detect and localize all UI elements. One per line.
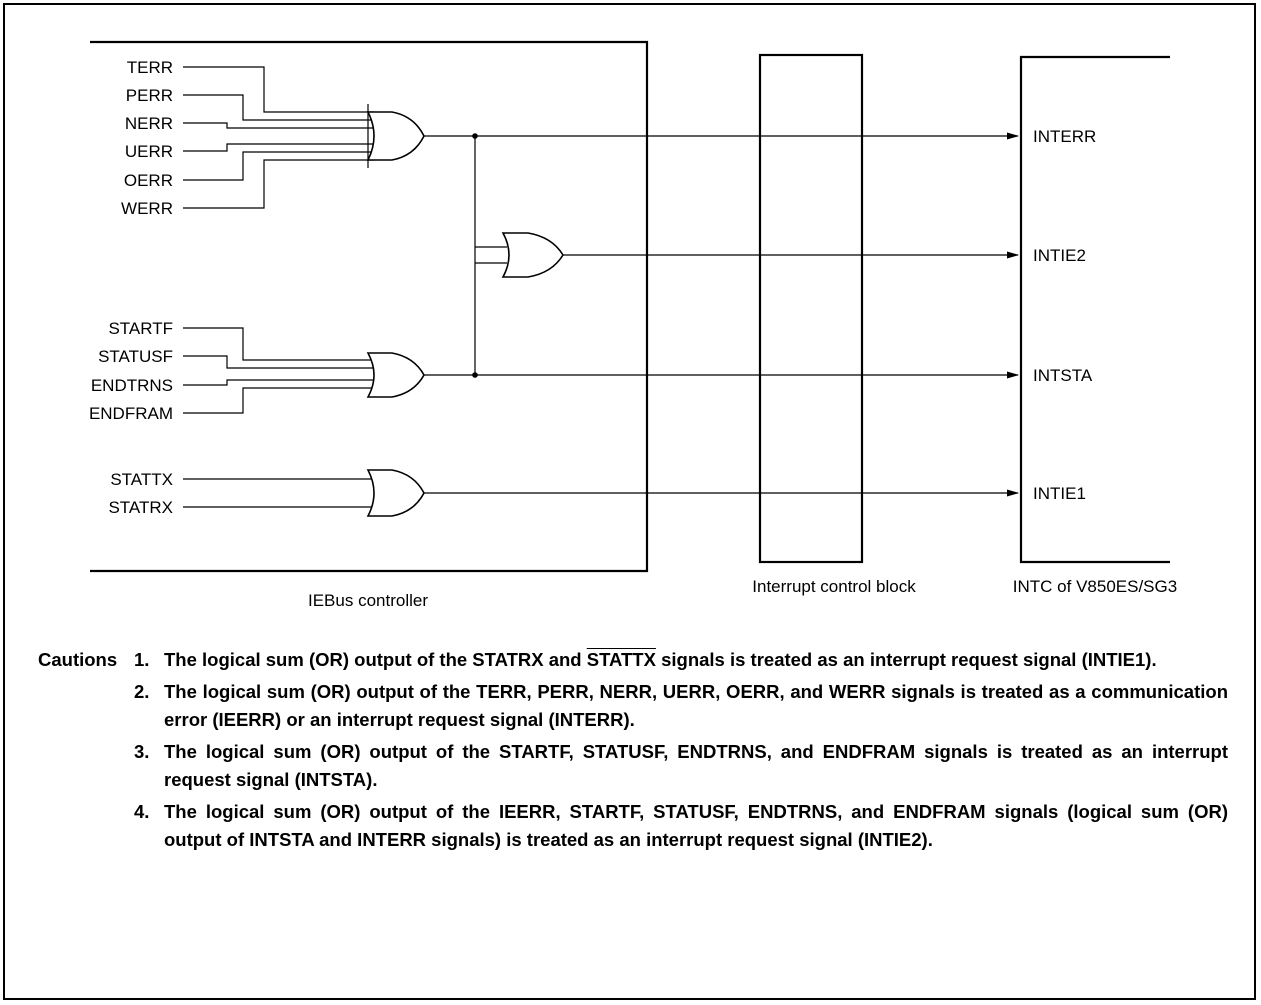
gate-output-wires xyxy=(424,132,1019,497)
output-label-intie2: INTIE2 xyxy=(1033,246,1086,265)
input-label-statusf: STATUSF xyxy=(98,347,173,366)
input-label-endfram: ENDFRAM xyxy=(89,404,173,423)
or-gate-status xyxy=(366,352,425,398)
output-label-intie1: INTIE1 xyxy=(1033,484,1086,503)
input-label-oerr: OERR xyxy=(124,171,173,190)
caption-intc: INTC of V850ES/SG3 xyxy=(1013,577,1177,596)
caution-item: Cautions 1. The logical sum (OR) output … xyxy=(38,646,1238,674)
caution-number: 3. xyxy=(134,741,150,762)
figure-frame xyxy=(3,3,1256,1000)
caution-item: 4. The logical sum (OR) output of the IE… xyxy=(38,798,1238,854)
caution-text: The logical sum (OR) output of the IEERR… xyxy=(164,801,1228,850)
intc-box xyxy=(1019,55,1170,564)
caution-item: 2. The logical sum (OR) output of the TE… xyxy=(38,678,1238,734)
caption-iebus-controller: IEBus controller xyxy=(308,591,428,610)
output-label-intsta: INTSTA xyxy=(1033,366,1093,385)
input-label-perr: PERR xyxy=(126,86,173,105)
caption-interrupt-control-block: Interrupt control block xyxy=(752,577,916,596)
iebus-controller-box xyxy=(90,40,649,573)
caution-item: 3. The logical sum (OR) output of the ST… xyxy=(38,738,1238,794)
output-label-interr: INTERR xyxy=(1033,127,1096,146)
cautions-section: Cautions 1. The logical sum (OR) output … xyxy=(38,646,1238,858)
input-label-nerr: NERR xyxy=(125,114,173,133)
error-input-wires xyxy=(183,66,374,209)
caution-number: 2. xyxy=(134,681,150,702)
input-label-statrx: STATRX xyxy=(108,498,173,517)
input-label-startf: STARTF xyxy=(108,319,173,338)
caution-text: The logical sum (OR) output of the STATR… xyxy=(164,649,1157,670)
cautions-prefix: Cautions xyxy=(38,649,118,670)
caution-text: The logical sum (OR) output of the START… xyxy=(164,741,1228,790)
stattx-overline: STATTX xyxy=(586,649,656,670)
interrupt-control-box xyxy=(758,53,864,564)
pass-through-dashes xyxy=(762,135,860,494)
junction-dot xyxy=(472,133,478,139)
input-label-terr: TERR xyxy=(127,58,173,77)
transfer-input-wires xyxy=(183,478,374,508)
input-label-endtrns: ENDTRNS xyxy=(91,376,173,395)
or-gate-error xyxy=(366,111,425,161)
input-label-werr: WERR xyxy=(121,199,173,218)
caution-number: 1. xyxy=(134,649,150,670)
status-input-wires xyxy=(183,327,374,414)
interrupt-logic-diagram: TERR PERR NERR UERR OERR WERR STARTF STA… xyxy=(89,40,1177,610)
or-gate-transfer xyxy=(366,469,425,517)
caution-number: 4. xyxy=(134,801,150,822)
input-label-uerr: UERR xyxy=(125,142,173,161)
or-gate-intie2 xyxy=(501,232,564,278)
caution-text: The logical sum (OR) output of the TERR,… xyxy=(164,681,1228,730)
input-label-stattx: STATTX xyxy=(110,470,173,489)
junction-dot xyxy=(472,372,478,378)
